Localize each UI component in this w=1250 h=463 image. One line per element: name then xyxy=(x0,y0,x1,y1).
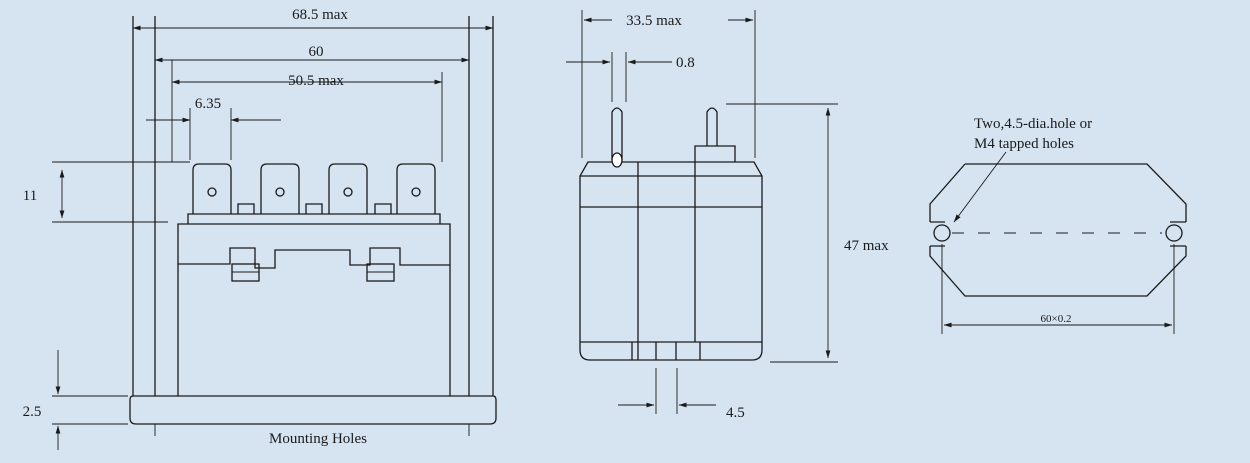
terminal-tab xyxy=(192,163,232,214)
terminal-tabs xyxy=(192,163,436,214)
relay-body-front xyxy=(177,203,451,396)
terminal-tab xyxy=(328,163,368,214)
front-dimensions xyxy=(52,25,494,450)
mounting-holes-caption: Mounting Holes xyxy=(269,431,367,447)
front-view: 68.5 max 60 50.5 max 6.35 11 2.5 Mountin… xyxy=(23,7,497,450)
dim-hole-pitch: 60 xyxy=(309,44,324,60)
relay-body-side xyxy=(579,161,763,361)
dim-hole-spacing: 60×0.2 xyxy=(1041,313,1072,325)
dim-pin-gap: 4.5 xyxy=(726,405,745,421)
side-view: 33.5 max 0.8 47 max 4.5 xyxy=(566,10,889,421)
mounting-dimensions xyxy=(941,151,1175,334)
pins-side xyxy=(611,107,736,168)
hole-note-line1: Two,4.5-dia.hole or xyxy=(974,116,1092,132)
dim-depth: 33.5 max xyxy=(626,13,682,29)
mounting-hole-right xyxy=(1165,224,1183,242)
terminal-tab xyxy=(260,163,300,214)
dim-pin-thickness: 0.8 xyxy=(676,55,695,71)
hole-note-line2: M4 tapped holes xyxy=(974,136,1074,152)
dim-terminal-width: 6.35 xyxy=(195,96,221,112)
dim-height: 47 max xyxy=(844,238,889,254)
dim-terminal-height: 11 xyxy=(23,188,37,204)
dim-overall-width: 68.5 max xyxy=(292,7,348,23)
terminal-tab xyxy=(396,163,436,214)
mounting-view: Two,4.5-dia.hole or M4 tapped holes 60×0… xyxy=(929,116,1187,334)
mounting-hole-left xyxy=(933,224,951,242)
mounting-plate-outline xyxy=(929,163,1187,297)
dim-flange-thickness: 2.5 xyxy=(23,404,42,420)
dim-body-width: 50.5 max xyxy=(288,73,344,89)
mounting-holes xyxy=(933,224,1183,242)
mounting-bracket xyxy=(129,16,497,425)
side-dimensions xyxy=(566,10,838,414)
